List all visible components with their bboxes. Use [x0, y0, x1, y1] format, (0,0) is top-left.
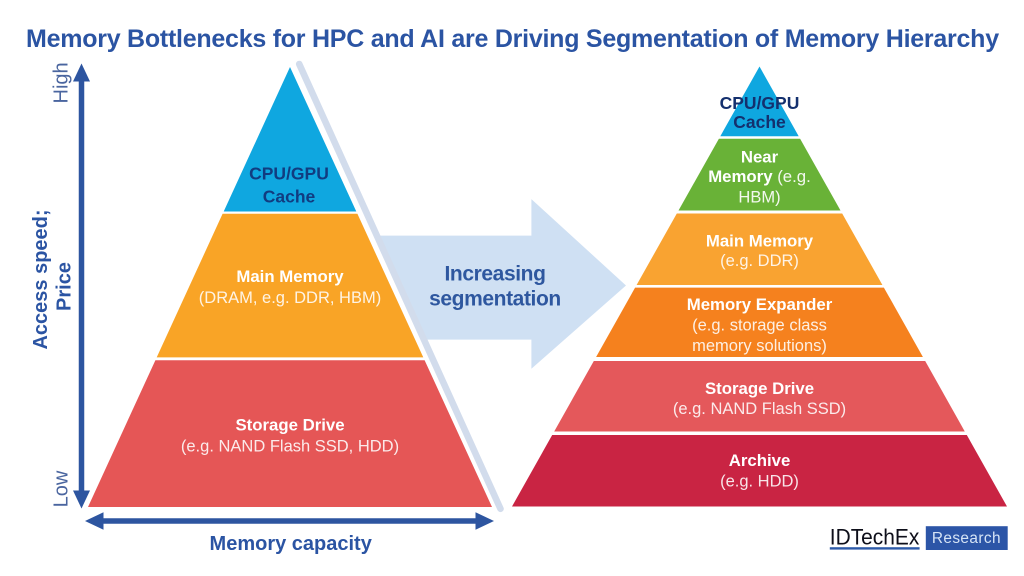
svg-text:Price: Price [54, 262, 76, 311]
svg-text:Storage Drive: Storage Drive [235, 416, 344, 435]
svg-text:memory solutions): memory solutions) [692, 337, 827, 355]
svg-text:Memory capacity: Memory capacity [210, 533, 373, 555]
svg-text:Archive: Archive [729, 451, 791, 470]
svg-text:(e.g. NAND Flash SSD, HDD): (e.g. NAND Flash SSD, HDD) [181, 438, 399, 456]
svg-text:Near: Near [741, 148, 779, 167]
svg-text:Cache: Cache [733, 112, 786, 132]
svg-text:Storage Drive: Storage Drive [705, 379, 814, 398]
svg-text:(DRAM, e.g. DDR, HBM): (DRAM, e.g. DDR, HBM) [199, 289, 381, 307]
svg-text:Main Memory: Main Memory [706, 232, 814, 251]
svg-text:Research: Research [932, 530, 1001, 547]
svg-text:CPU/GPU: CPU/GPU [249, 163, 329, 183]
svg-text:(e.g. NAND Flash SSD): (e.g. NAND Flash SSD) [673, 400, 846, 418]
svg-text:CPU/GPU: CPU/GPU [720, 93, 800, 113]
svg-text:Memory (e.g.: Memory (e.g. [708, 167, 811, 186]
svg-text:High: High [50, 62, 72, 103]
svg-text:HBM): HBM) [738, 188, 780, 206]
svg-text:Low: Low [50, 470, 72, 507]
svg-text:(e.g. HDD): (e.g. HDD) [720, 473, 799, 491]
svg-text:(e.g. storage class: (e.g. storage class [692, 317, 827, 335]
svg-text:segmentation: segmentation [429, 288, 561, 311]
svg-text:(e.g. DDR): (e.g. DDR) [720, 252, 799, 270]
svg-text:Memory Expander: Memory Expander [687, 295, 833, 314]
svg-text:Access speed;: Access speed; [30, 209, 52, 349]
svg-text:Main Memory: Main Memory [236, 267, 344, 286]
svg-text:IDTechEx: IDTechEx [830, 524, 920, 549]
svg-text:Cache: Cache [263, 186, 316, 206]
svg-text:Increasing: Increasing [444, 263, 545, 286]
